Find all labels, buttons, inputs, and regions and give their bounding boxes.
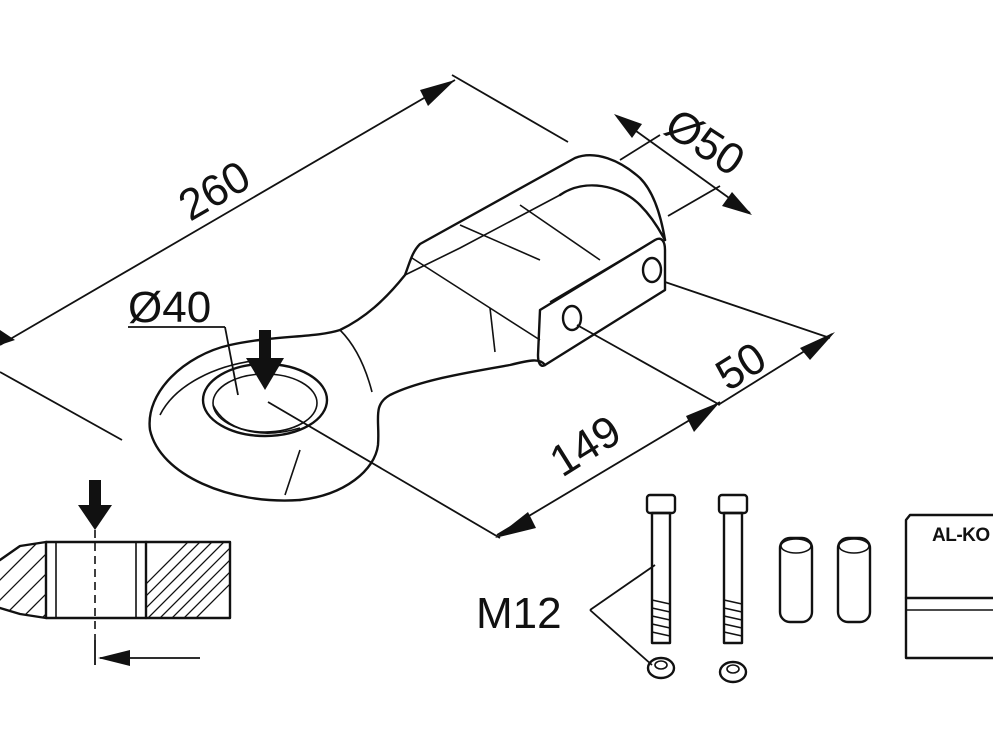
dimension-bolt-spacing: 50: [576, 281, 835, 406]
dimension-label-260: 260: [171, 152, 259, 231]
section-view: [0, 480, 232, 666]
dimension-label-149: 149: [541, 406, 629, 486]
bolt-size-label: M12: [476, 589, 562, 638]
dimension-label-50: 50: [707, 333, 774, 400]
sleeve-1: [778, 536, 814, 624]
bolt-1: [645, 493, 677, 680]
dimension-tube-diameter: Ø50: [614, 99, 753, 217]
bolt-size-callout: M12: [476, 564, 656, 666]
sleeve-2: [836, 536, 872, 624]
dimension-label-d40: Ø40: [128, 283, 211, 332]
dimension-label-d50: Ø50: [657, 99, 753, 185]
dimension-eye-diameter: Ø40: [128, 283, 239, 396]
brand-logo: AL-KO: [932, 525, 990, 546]
section-arrow-icon: [78, 480, 112, 530]
towing-eye-body: [148, 154, 667, 502]
brand-label-box: AL-KO: [904, 513, 993, 660]
dimension-overall-length: 260: [0, 74, 569, 441]
force-arrow-icon: [246, 330, 284, 390]
bolt-2: [717, 493, 749, 684]
